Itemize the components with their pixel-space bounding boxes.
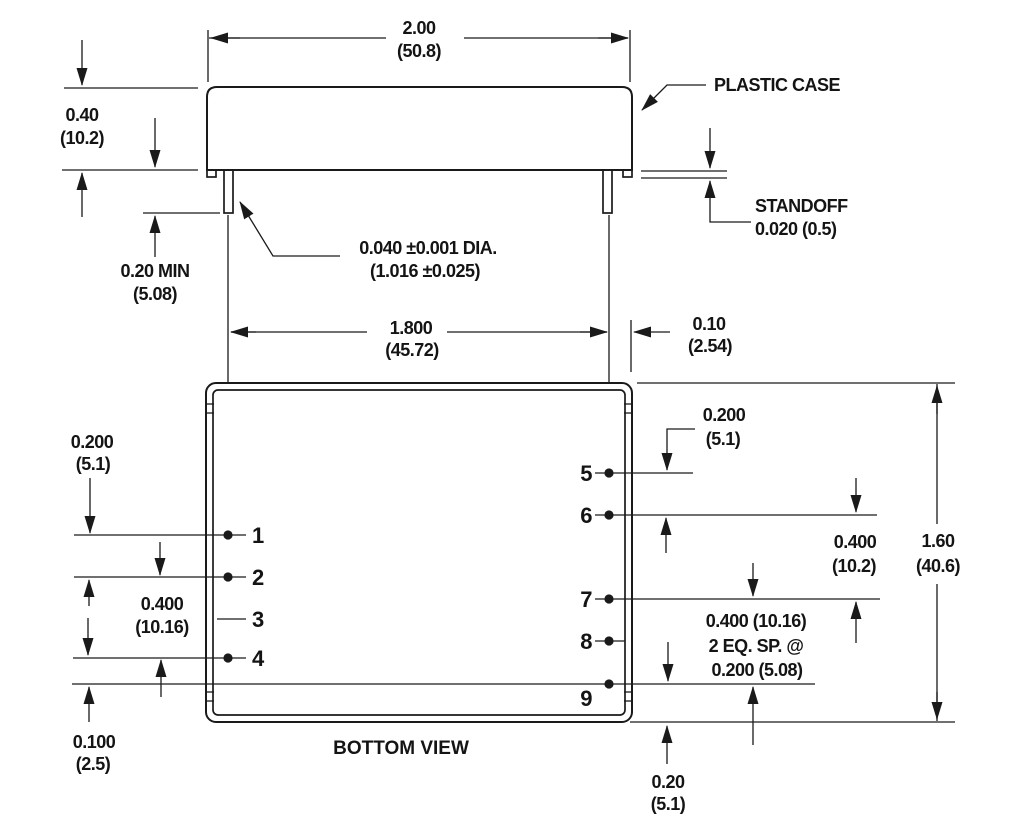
view-title: BOTTOM VIEW — [333, 738, 469, 759]
dim-lead-min-in: 0.20 MIN — [120, 261, 189, 281]
pin-dots — [223, 468, 614, 689]
dim-p79-line1: 0.400 (10.16) — [706, 611, 807, 631]
dim-lead-min-mm: (5.08) — [133, 284, 178, 304]
dim-p9-edge-in: 0.20 — [651, 772, 685, 792]
dim-pin-span-mm: (45.72) — [385, 340, 439, 360]
bottom-outline-inner — [212, 389, 626, 716]
bottom-view-case — [205, 382, 633, 723]
dim-body-len-in: 1.60 — [921, 531, 955, 551]
pin-label-3: 3 — [252, 607, 264, 632]
dim-p12-in: 0.200 — [71, 432, 114, 452]
standoff-leader — [709, 210, 751, 223]
pin-label-7: 7 — [580, 587, 592, 612]
dim-case-height-in: 0.40 — [65, 105, 99, 125]
dim-lead-dia-mm: (1.016 ±0.025) — [370, 261, 480, 281]
pin-label-4: 4 — [252, 646, 265, 671]
lead-right — [602, 169, 613, 214]
dim-case-width-in: 2.00 — [402, 18, 436, 38]
side-view-dimension-lines — [62, 30, 751, 257]
pin1-dot — [223, 530, 233, 540]
dim-body-len-mm: (40.6) — [916, 556, 961, 576]
lead-dia-leader — [239, 201, 340, 257]
pin-label-5: 5 — [580, 461, 592, 486]
dim-p9-edge-mm: (5.1) — [651, 794, 686, 814]
pin9-dot — [604, 679, 614, 689]
label-standoff-val: 0.020 (0.5) — [755, 219, 837, 239]
dim-p56-in: 0.200 — [703, 405, 746, 425]
bottom-view-dimension-lines — [82, 382, 955, 764]
dim-bracket — [666, 428, 695, 446]
case-outline — [206, 86, 633, 171]
dim-lead-dia-in: 0.040 ±0.001 DIA. — [359, 238, 496, 258]
case-foot-right — [622, 169, 633, 178]
dim-case-height-mm: (10.2) — [60, 128, 105, 148]
wall-tick-marks — [206, 403, 632, 702]
dim-p79-line3: 0.200 (5.08) — [711, 660, 803, 680]
pin6-dot — [604, 510, 614, 520]
case-foot-left — [206, 169, 217, 178]
bottom-outline-outer — [205, 382, 633, 723]
dim-p67-in: 0.400 — [834, 532, 877, 552]
pin-label-2: 2 — [252, 565, 264, 590]
dim-p24-in: 0.400 — [141, 594, 184, 614]
dim-p12-mm: (5.1) — [76, 454, 111, 474]
pin5-dot — [604, 468, 614, 478]
dim-case-width-mm: (50.8) — [397, 41, 442, 61]
dim-p56-mm: (5.1) — [706, 429, 741, 449]
dim-pin-span-in: 1.800 — [390, 318, 433, 338]
plastic-case-leader — [641, 84, 706, 111]
annotations: 2.00 (50.8) 0.40 (10.2) 0.20 MIN (5.08) … — [60, 18, 961, 814]
dim-edge-offset-in: 0.10 — [692, 314, 726, 334]
dim-p67-mm: (10.2) — [832, 556, 877, 576]
dim-edge-offset-mm: (2.54) — [688, 336, 733, 356]
lead-left — [223, 169, 234, 214]
dim-p49-in: 0.100 — [73, 732, 116, 752]
dim-p24-mm: (10.16) — [135, 617, 189, 637]
label-plastic-case: PLASTIC CASE — [714, 75, 841, 95]
pin8-dot — [604, 636, 614, 646]
label-standoff: STANDOFF — [755, 196, 848, 216]
dim-p49-mm: (2.5) — [76, 754, 111, 774]
pin-label-6: 6 — [580, 503, 592, 528]
side-view-case — [206, 86, 727, 214]
pin-label-9: 9 — [580, 686, 592, 711]
dim-p79-line2: 2 EQ. SP. @ — [709, 636, 804, 656]
pin7-dot — [604, 594, 614, 604]
pin4-dot — [223, 653, 233, 663]
pin-label-8: 8 — [580, 629, 592, 654]
pin-label-1: 1 — [252, 523, 264, 548]
pin2-dot — [223, 572, 233, 582]
